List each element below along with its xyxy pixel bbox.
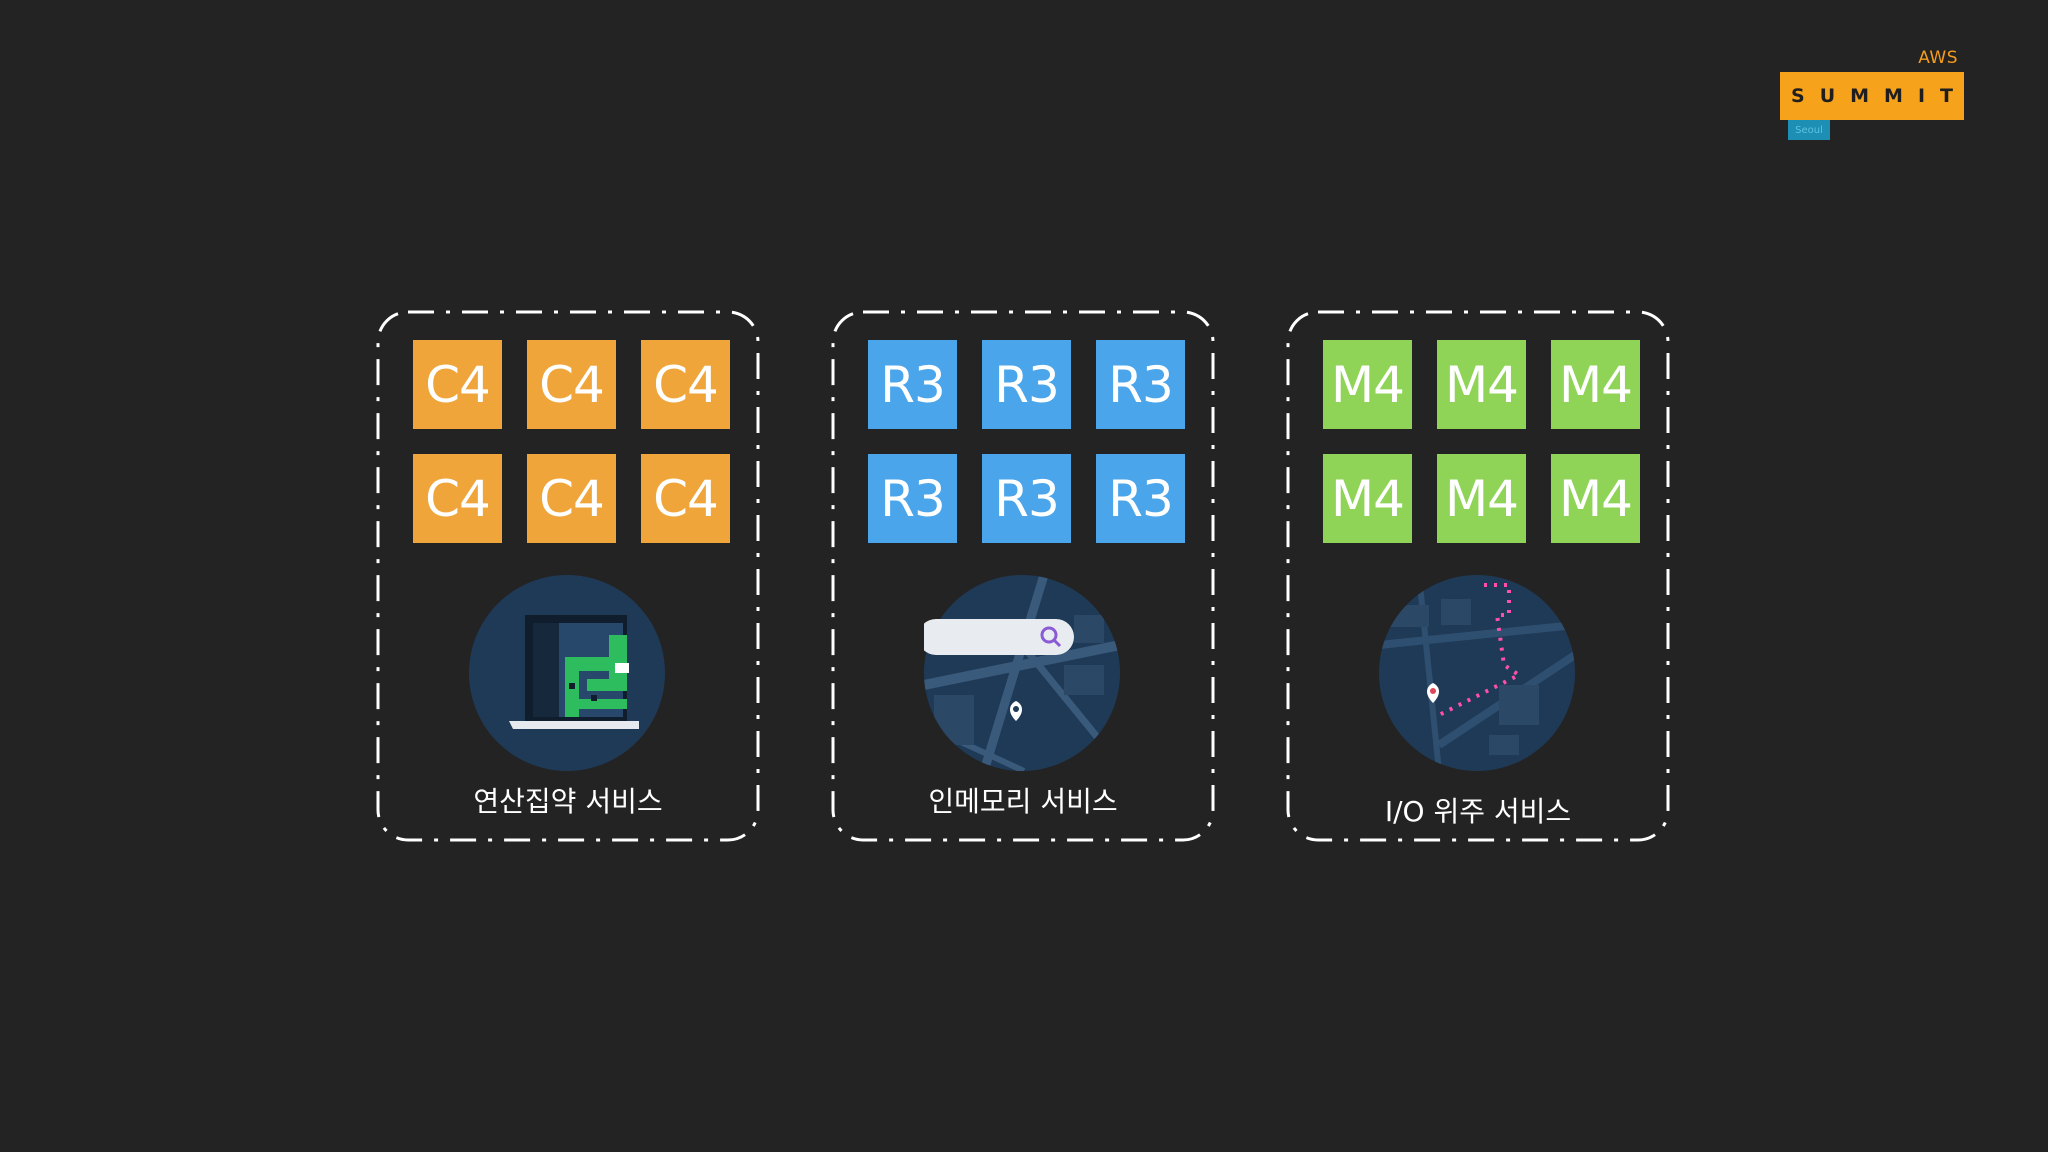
instance-tile: M4 [1551, 454, 1640, 543]
group-caption: 인메모리 서비스 [928, 785, 1118, 818]
instance-tile: R3 [982, 454, 1071, 543]
instance-tile: C4 [641, 454, 730, 543]
instance-tile: R3 [868, 454, 957, 543]
logo-seoul-tag: Seoul [1788, 120, 1830, 140]
group-dashed-border [1286, 310, 1670, 842]
compute-intensive-group: C4 C4 C4 C4 C4 C4 연산집약 서비스 [376, 310, 760, 842]
instance-tile: C4 [413, 454, 502, 543]
group-caption: I/O 위주 서비스 [1384, 795, 1572, 828]
laptop-map-icon [469, 575, 665, 771]
instance-tile: R3 [1096, 340, 1185, 429]
instance-tile-grid: R3 R3 R3 R3 R3 R3 [868, 340, 1185, 543]
group-caption: 연산집약 서비스 [473, 785, 663, 818]
instance-tile: C4 [641, 340, 730, 429]
instance-tile: M4 [1437, 454, 1526, 543]
instance-tile-grid: M4 M4 M4 M4 M4 M4 [1323, 340, 1640, 543]
aws-summit-logo: AWS SUMMIT Seoul [1778, 48, 1968, 144]
group-dashed-border [831, 310, 1215, 842]
io-intensive-group: M4 M4 M4 M4 M4 M4 I/O 위주 서비스 [1286, 310, 1670, 842]
logo-summit-text: SUMMIT [1791, 85, 1968, 107]
instance-tile: M4 [1437, 340, 1526, 429]
instance-tile: R3 [868, 340, 957, 429]
map-search-icon [924, 575, 1120, 771]
instance-tile: M4 [1323, 454, 1412, 543]
logo-aws-text: AWS [1918, 48, 1958, 68]
instance-tile: M4 [1551, 340, 1640, 429]
instance-tile: C4 [413, 340, 502, 429]
instance-tile: C4 [527, 454, 616, 543]
instance-tile: C4 [527, 340, 616, 429]
logo-summit-bar: SUMMIT [1780, 72, 1964, 120]
instance-tile: R3 [1096, 454, 1185, 543]
in-memory-group: R3 R3 R3 R3 R3 R3 인메모리 서비스 [831, 310, 1215, 842]
instance-tile: R3 [982, 340, 1071, 429]
instance-tile: M4 [1323, 340, 1412, 429]
group-dashed-border [376, 310, 760, 842]
instance-tile-grid: C4 C4 C4 C4 C4 C4 [413, 340, 730, 543]
map-route-icon [1379, 575, 1575, 771]
